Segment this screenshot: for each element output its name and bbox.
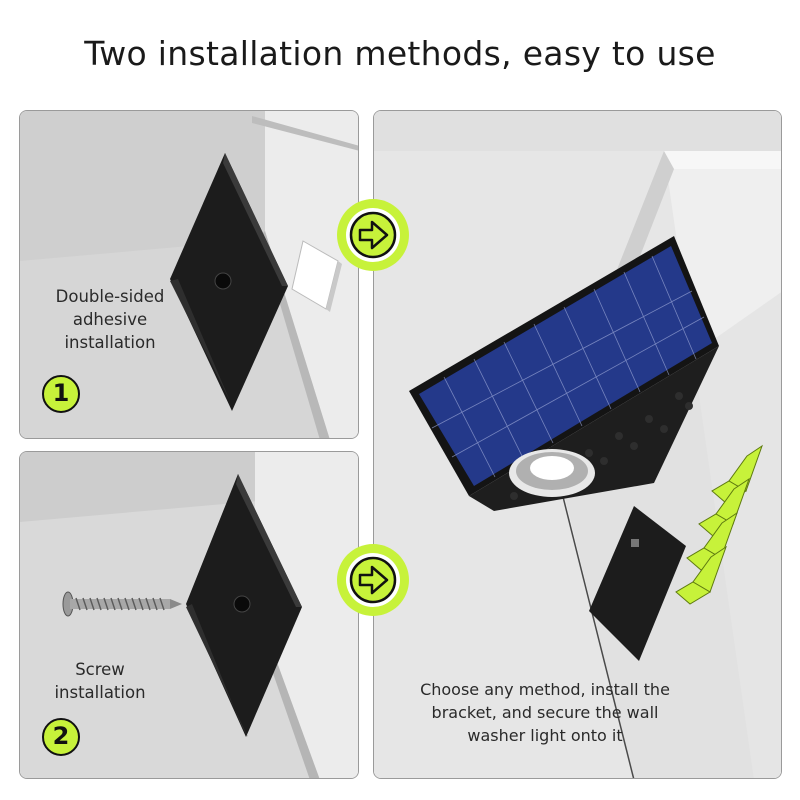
result-caption-line: washer light onto it	[467, 726, 623, 745]
right-arrow-circle-icon	[337, 544, 409, 616]
chevron-up-icon	[675, 581, 711, 605]
bracket-plate	[589, 506, 686, 661]
adhesive-caption-line: adhesive	[72, 310, 148, 329]
adhesive-caption-line: installation	[64, 333, 156, 352]
result-panel	[373, 110, 782, 779]
page-title: Two installation methods, easy to use	[84, 34, 716, 73]
result-scene	[374, 111, 781, 778]
screw-installation-panel	[19, 451, 359, 779]
bracket-plate	[170, 153, 288, 411]
result-caption-line: Choose any method, install the	[420, 680, 670, 699]
step-number-badge: 1	[42, 375, 80, 413]
screw-caption: Screw installation	[30, 658, 170, 704]
screw-scene	[20, 452, 358, 778]
adhesive-pad-icon	[291, 240, 342, 312]
result-caption: Choose any method, install the bracket, …	[395, 678, 695, 747]
bracket-plate	[186, 474, 302, 737]
screw-caption-line: installation	[54, 683, 146, 702]
screw-caption-line: Screw	[75, 660, 125, 679]
solar-wall-washer-light	[409, 236, 719, 511]
result-caption-line: bracket, and secure the wall	[431, 703, 659, 722]
step-number-badge: 2	[42, 718, 80, 756]
right-arrow-circle-icon	[337, 199, 409, 271]
adhesive-caption: Double-sided adhesive installation	[30, 285, 190, 354]
adhesive-caption-line: Double-sided	[55, 287, 165, 306]
chevron-up-icon-group	[675, 444, 763, 605]
screw-icon	[62, 591, 182, 617]
